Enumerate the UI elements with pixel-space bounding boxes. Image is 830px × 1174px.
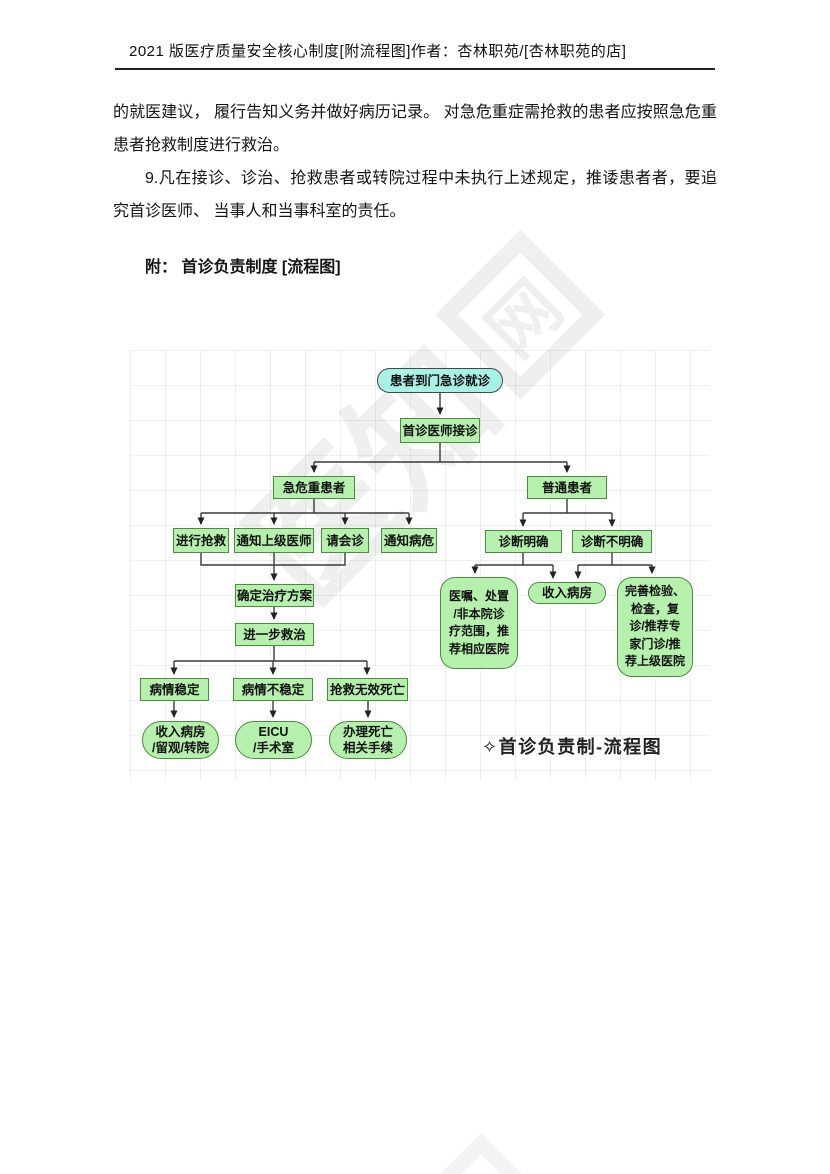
flowchart: 患者到门急诊就诊 首诊医师接诊 急危重患者 普通患者 进行抢救 通知上级医师 请…	[130, 350, 710, 780]
flow-node-rescue-failed-death: 抢救无效死亡	[327, 678, 408, 701]
flow-node-start: 患者到门急诊就诊	[377, 368, 503, 393]
flow-node-admit-ward: 收入病房	[528, 582, 606, 604]
flowchart-connectors	[170, 393, 656, 718]
flow-node-normal-patient: 普通患者	[527, 476, 607, 499]
flow-node-notify-danger: 通知病危	[381, 528, 437, 553]
flow-node-notify-senior: 通知上级医师	[234, 528, 314, 553]
flow-node-diagnosis-unclear: 诊断不明确	[572, 530, 652, 553]
paragraph-item-9: 9.凡在接诊、诊治、抢救患者或转院过程中未执行上述规定，推诿患者者，要追究首诊医…	[113, 170, 717, 220]
flow-node-stable: 病情稳定	[140, 678, 209, 701]
flow-node-diagnosis-clear: 诊断明确	[485, 530, 562, 553]
flow-node-unstable: 病情不稳定	[233, 678, 313, 701]
flow-node-rescue: 进行抢救	[173, 528, 229, 553]
flow-node-death-procedures: 办理死亡 相关手续	[329, 721, 407, 759]
flow-node-orders-referral: 医嘱、处置 /非本院诊 疗范围，推 荐相应医院	[440, 577, 518, 669]
flowchart-caption: ✧首诊负责制-流程图	[482, 737, 663, 757]
flow-node-eicu-operating-room: EICU /手术室	[235, 721, 312, 759]
paragraph-continuation: 的就医建议， 履行告知义务并做好病历记录。 对急危重症需抢救的患者应按照急危重患…	[113, 104, 717, 154]
flow-node-consult: 请会诊	[321, 528, 369, 553]
flow-node-reception: 首诊医师接诊	[400, 418, 480, 443]
flow-node-admit-observe-transfer: 收入病房 /留观/转院	[142, 721, 219, 759]
watermark-bottom-diamond: 网	[389, 1133, 573, 1174]
attachment-heading: 附： 首诊负责制度 [流程图]	[145, 259, 341, 276]
header-title: 2021 版医疗质量安全核心制度[附流程图]作者：杏林职苑/[杏林职苑的店]	[129, 43, 627, 60]
flow-node-critical-patient: 急危重患者	[273, 476, 355, 499]
watermark-bottom-char: 网	[426, 1170, 536, 1174]
flow-node-further-treatment: 进一步救治	[235, 623, 314, 646]
page-header: 2021 版医疗质量安全核心制度[附流程图]作者：杏林职苑/[杏林职苑的店]	[115, 40, 715, 70]
flow-node-further-tests-referral: 完善检验、 检查，复 诊/推荐专 家门诊/推 荐上级医院	[617, 577, 693, 677]
flow-node-treatment-plan: 确定治疗方案	[235, 584, 314, 607]
body-text: 的就医建议， 履行告知义务并做好病历记录。 对急危重症需抢救的患者应按照急危重患…	[113, 96, 717, 284]
